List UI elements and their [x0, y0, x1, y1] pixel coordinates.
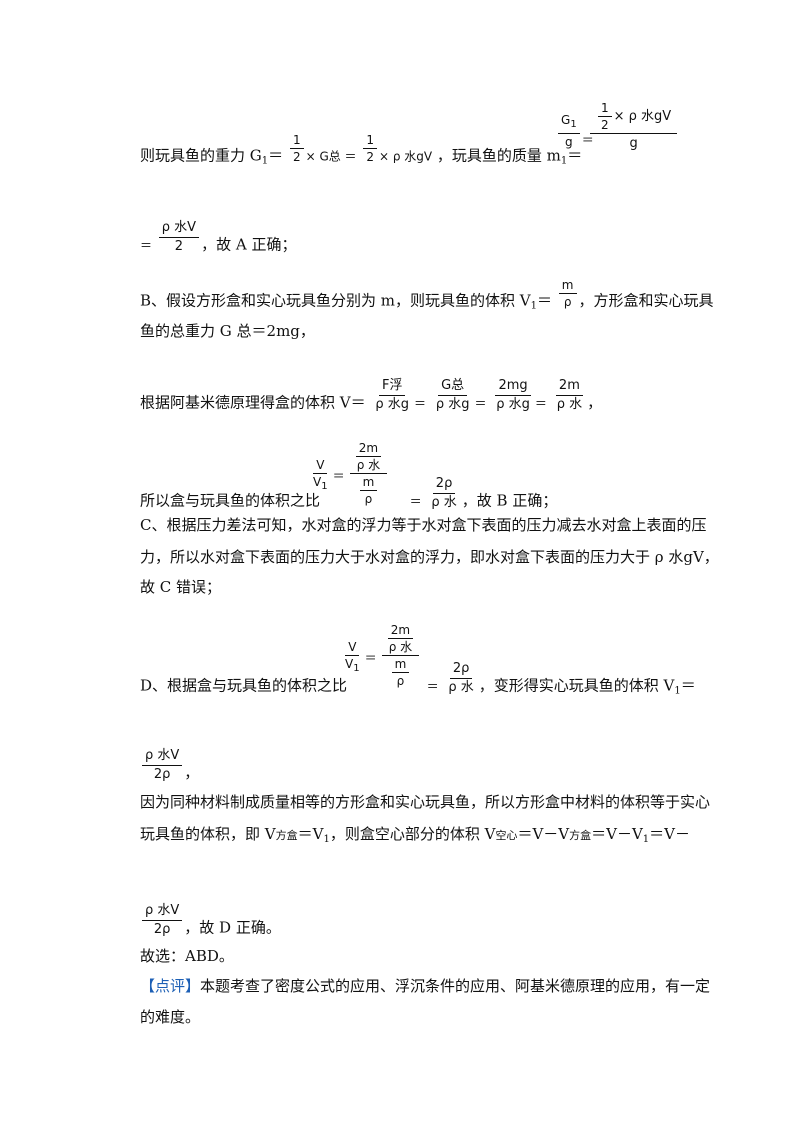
text: ＝ [537, 291, 553, 310]
subscript: 1 [261, 155, 269, 167]
numerator: m [558, 277, 577, 294]
comment-tag: 【点评】 [140, 977, 201, 995]
text: ，玩具鱼的质量 m [436, 146, 561, 165]
line-8: 力，所以水对盒下表面的压力大于水对盒的浮力，即水对盒下表面的压力大于 ρ 水gV… [140, 546, 719, 568]
text: ，故 A 正确； [201, 235, 297, 254]
line-13: 玩具鱼的体积，即 V方盒＝V1，则盒空心部分的体积 V空心＝V－V方盒＝V－V1… [140, 825, 690, 845]
equals: ＝ [140, 238, 153, 253]
line-9: 故 C 错误； [140, 576, 221, 598]
subscript: 1 [530, 300, 537, 312]
subscript: 1 [674, 685, 681, 697]
equals: ＝ [364, 651, 377, 665]
line-16: 【点评】本题考查了密度公式的应用、浮沉条件的应用、阿基米德原理的应用，有一定 [140, 975, 710, 997]
text: C、根据压力差法可知，水对盒的浮力等于水对盒下表面的压力减去水对盒上表面的压 [140, 516, 707, 534]
denominator: g [629, 136, 638, 151]
text: 因为同种材料制成质量相等的方形盒和实心玩具鱼，所以方形盒中材料的体积等于实心 [140, 793, 711, 811]
text: ＝ [268, 146, 284, 165]
denominator: g [565, 135, 573, 149]
numerator: ρ 水V [158, 219, 200, 238]
text: ，故 B 正确； [461, 491, 558, 510]
text: ＝ [680, 676, 696, 695]
text: 故 C 错误； [140, 578, 222, 596]
text: 故选：ABD。 [140, 947, 234, 965]
denominator: 2 [366, 150, 374, 164]
denominator: 2 [292, 150, 301, 164]
line-4: 鱼的总重力 G 总＝2mg， [140, 320, 315, 342]
subscript: 1 [560, 155, 568, 167]
numerator: 1 [363, 132, 377, 149]
equals: ＝ [409, 494, 422, 509]
numerator: 1 [289, 132, 304, 149]
equals: ＝ [581, 132, 594, 147]
denominator: 2 [174, 239, 184, 254]
line-15: 故选：ABD。 [140, 945, 234, 967]
text: 根据阿基米德原理得盒的体积 V＝ [140, 393, 366, 412]
equals: ＝ [332, 469, 345, 483]
text: ＝ [567, 146, 583, 165]
text: 所以盒与玩具鱼的体积之比 [140, 491, 321, 510]
line-12: 因为同种材料制成质量相等的方形盒和实心玩具鱼，所以方形盒中材料的体积等于实心 [140, 791, 710, 813]
equals: ＝ [414, 396, 427, 411]
line-17: 的难度。 [140, 1006, 200, 1028]
text: 力，所以水对盒下表面的压力大于水对盒的浮力，即水对盒下表面的压力大于 ρ 水gV… [140, 548, 719, 566]
equals: ＝ [426, 679, 439, 694]
text: 鱼的总重力 G 总＝2mg， [140, 322, 315, 340]
text: ，方形盒和实心玩具 [578, 291, 714, 310]
text: 的难度。 [140, 1008, 201, 1026]
text: 本题考查了密度公式的应用、浮沉条件的应用、阿基米德原理的应用，有一定 [200, 977, 711, 995]
text: 则玩具鱼的重力 G [140, 146, 262, 165]
equals: ＝ [534, 396, 547, 411]
text: ， [587, 393, 603, 412]
numerator: G1 [558, 112, 580, 134]
formula-text: × ρ 水gV [378, 149, 433, 164]
formula-text: × G总 ＝ [305, 149, 357, 164]
text: ，变形得实心玩具鱼的体积 V [478, 676, 675, 695]
text: ， [184, 763, 200, 782]
text: D、根据盒与玩具鱼的体积之比 [140, 676, 348, 695]
text: B、假设方形盒和实心玩具鱼分别为 m，则玩具鱼的体积 V [140, 291, 531, 310]
equals: ＝ [474, 396, 487, 411]
text: ，故 D 正确。 [184, 918, 281, 937]
line-7: C、根据压力差法可知，水对盒的浮力等于水对盒下表面的压力减去水对盒上表面的压 [140, 514, 706, 536]
denominator: ρ [563, 295, 572, 309]
